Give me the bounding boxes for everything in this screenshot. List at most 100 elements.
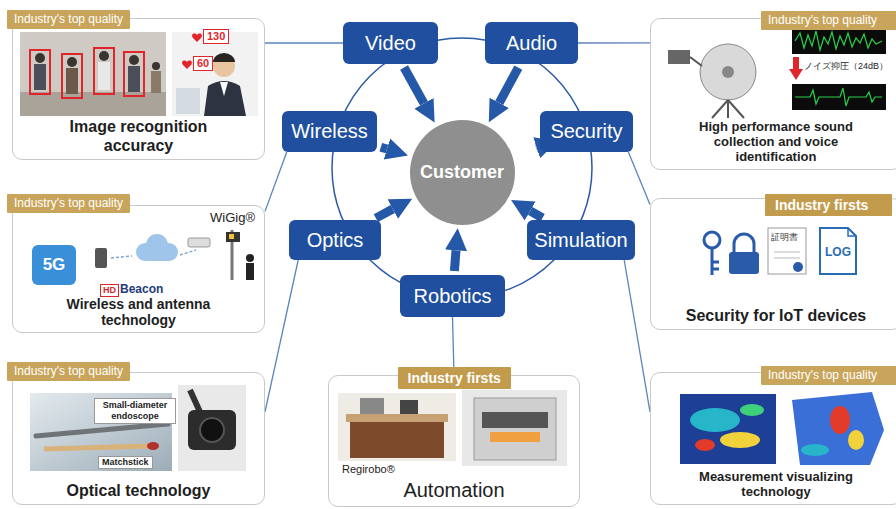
leader-line xyxy=(265,260,298,412)
presenter-photo xyxy=(176,88,200,114)
tag-text: Industry's top quality xyxy=(14,12,123,27)
key-icon xyxy=(704,232,720,275)
microphone-array xyxy=(668,44,756,118)
surveillance-photo xyxy=(30,50,50,94)
key-icon xyxy=(704,232,720,248)
heatmap-photo xyxy=(680,394,776,464)
register-robot-photo xyxy=(360,398,384,414)
badge-text: 5G xyxy=(32,255,76,275)
surveillance-photo xyxy=(124,52,144,96)
camera-photo xyxy=(178,385,246,471)
heart-rate-badge: 130 xyxy=(203,29,229,44)
icon-caption: LOG xyxy=(820,245,856,259)
endoscope-photo xyxy=(44,446,150,449)
noise-arrow xyxy=(789,69,803,80)
quality-tag: Industry's top quality xyxy=(7,10,130,29)
log-document-icon xyxy=(848,228,856,236)
heatmap-photo xyxy=(720,432,760,448)
tag-text: Industry firsts xyxy=(408,369,501,387)
technology-box: Audio xyxy=(485,22,578,64)
quality-tag: Industry's top quality xyxy=(7,362,130,381)
wireless-illustration xyxy=(246,254,254,262)
surveillance-photo xyxy=(66,68,78,94)
register-robot-photo xyxy=(346,414,448,422)
panel-caption: Wireless and antenna technology xyxy=(41,296,236,328)
car-door-heatmap xyxy=(792,392,884,465)
waveform xyxy=(795,31,882,50)
surveillance-photo xyxy=(129,55,139,65)
surveillance-photo xyxy=(35,53,45,63)
tag-text: Industry firsts xyxy=(775,196,868,214)
leader-line xyxy=(578,42,650,43)
surveillance-photo xyxy=(67,57,77,67)
microphone-array xyxy=(700,44,756,100)
leader-line xyxy=(265,152,287,211)
technology-box: Optics xyxy=(289,220,381,260)
microphone-array xyxy=(722,66,734,78)
quality-tag: Industry's top quality xyxy=(7,194,130,213)
wireless-illustration xyxy=(111,256,132,258)
flow-arrow xyxy=(454,250,456,271)
waveform xyxy=(792,28,886,54)
lock-icon xyxy=(729,252,759,274)
camera-photo xyxy=(188,410,236,450)
noise-note: ノイズ抑圧（24dB） xyxy=(804,61,888,72)
wireless-illustration xyxy=(180,250,196,255)
microphone-array xyxy=(690,57,702,66)
presenter-photo xyxy=(220,82,228,96)
product-name: WiGig® xyxy=(210,210,255,226)
certificate-icon xyxy=(768,228,806,274)
technology-box: Robotics xyxy=(400,275,505,317)
car-door-heatmap xyxy=(792,392,884,465)
panel-caption: Measurement visualizing technology xyxy=(676,470,876,500)
wireless-illustration xyxy=(95,248,107,268)
waveform xyxy=(795,88,882,106)
heart-rate-badge: 60 xyxy=(193,56,213,71)
tag-text: Industry's top quality xyxy=(14,364,123,379)
panel-caption: Security for IoT devices xyxy=(686,307,867,325)
circle-label: Customer xyxy=(420,162,504,183)
microphone-array xyxy=(728,100,744,118)
wireless-illustration xyxy=(229,234,234,239)
flow-arrow xyxy=(499,68,518,103)
register-robot-photo xyxy=(338,393,456,461)
feature-panel: Optical technologyIndustry's top quality xyxy=(12,372,265,505)
quality-tag: Industry's top quality xyxy=(761,366,896,385)
flow-arrow xyxy=(404,67,424,103)
microphone-array xyxy=(727,100,729,118)
surveillance-photo xyxy=(98,62,110,90)
wireless-illustration xyxy=(246,263,254,280)
tag-text: Industry's top quality xyxy=(768,13,877,28)
customer-circle: Customer xyxy=(410,120,515,225)
machine-photo xyxy=(482,412,548,428)
photo-callout: Matchstick xyxy=(98,456,153,469)
noise-arrow xyxy=(793,57,799,70)
surveillance-photo xyxy=(20,32,166,116)
quality-tag: Industry's top quality xyxy=(761,11,896,30)
box-label: Optics xyxy=(307,229,364,252)
certificate-icon xyxy=(793,262,803,272)
feature-panel: High performance sound collection and vo… xyxy=(650,18,896,170)
key-icon xyxy=(712,261,719,264)
tag-text: Industry's top quality xyxy=(14,196,123,211)
heatmap-photo xyxy=(695,439,715,451)
quality-tag: Industry firsts xyxy=(765,194,892,216)
car-door-heatmap xyxy=(801,444,829,456)
wireless-illustration xyxy=(188,238,210,247)
log-document-icon xyxy=(820,228,856,274)
wireless-illustration xyxy=(32,230,254,285)
box-label: Audio xyxy=(506,32,557,55)
flow-arrow xyxy=(376,209,393,218)
product-name: Beacon xyxy=(120,282,163,296)
wireless-illustration xyxy=(145,250,169,261)
heatmap-photo xyxy=(690,408,740,432)
heatmap-photo xyxy=(740,404,764,416)
endoscope-photo xyxy=(36,424,168,436)
leader-line xyxy=(628,152,650,205)
presenter-photo xyxy=(204,81,246,116)
heatmap-photo xyxy=(680,394,776,464)
presenter-photo xyxy=(213,53,235,62)
